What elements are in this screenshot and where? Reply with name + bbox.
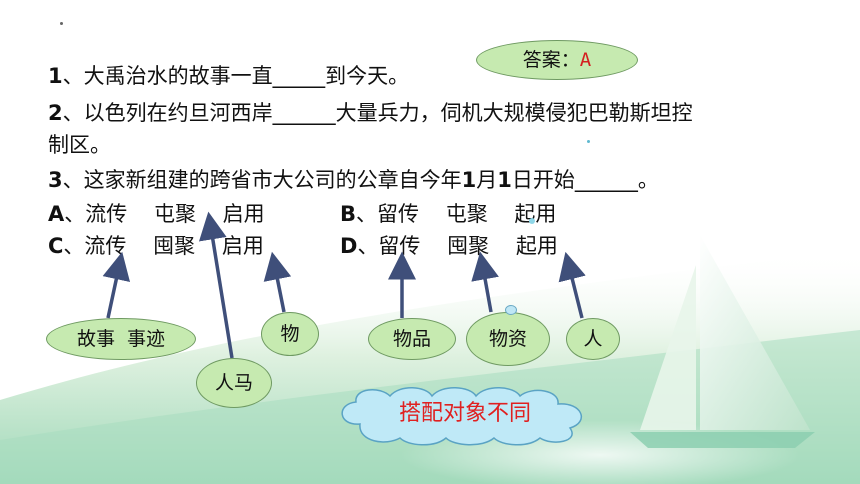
- question-1: 1、大禹治水的故事一直_____到今天。: [48, 64, 410, 88]
- question-3: 3、这家新组建的跨省市大公司的公章自今年1月1日开始______。: [48, 168, 659, 192]
- answer-value: A: [579, 49, 592, 71]
- option-b: B、留传 屯聚 起用: [340, 202, 557, 226]
- bubble-wupin: 物品: [368, 318, 456, 360]
- arrow-ren: [558, 251, 586, 319]
- arrow-gushi: [102, 251, 131, 319]
- cloud-label: 搭配对象不同: [398, 401, 531, 426]
- bubble-renma: 人马: [196, 358, 272, 408]
- bubble-wuzi: 物资: [466, 312, 550, 366]
- question-2: 2、以色列在约旦河西岸______大量兵力，伺机大规模侵犯巴勒斯坦控: [48, 101, 693, 125]
- answer-label: 答案：: [522, 49, 580, 71]
- decorative-dot: [529, 218, 535, 224]
- answer-bubble: 答案：A: [476, 40, 638, 80]
- cloud-shape: [341, 387, 582, 446]
- decorative-dot: [587, 140, 590, 143]
- decorative-dot: [505, 305, 517, 315]
- arrow-wu: [263, 251, 292, 313]
- arrow-wuzi: [471, 251, 499, 313]
- arrow-renma: [198, 211, 234, 359]
- bubble-gushi-shiji: 故事 事迹: [46, 318, 196, 360]
- bubble-ren: 人: [566, 318, 620, 360]
- bubble-wu: 物: [261, 312, 319, 356]
- option-a: A、流传 屯聚 启用: [48, 202, 265, 226]
- decorative-dot: [60, 22, 63, 25]
- question-2-continued: 制区。: [48, 133, 111, 157]
